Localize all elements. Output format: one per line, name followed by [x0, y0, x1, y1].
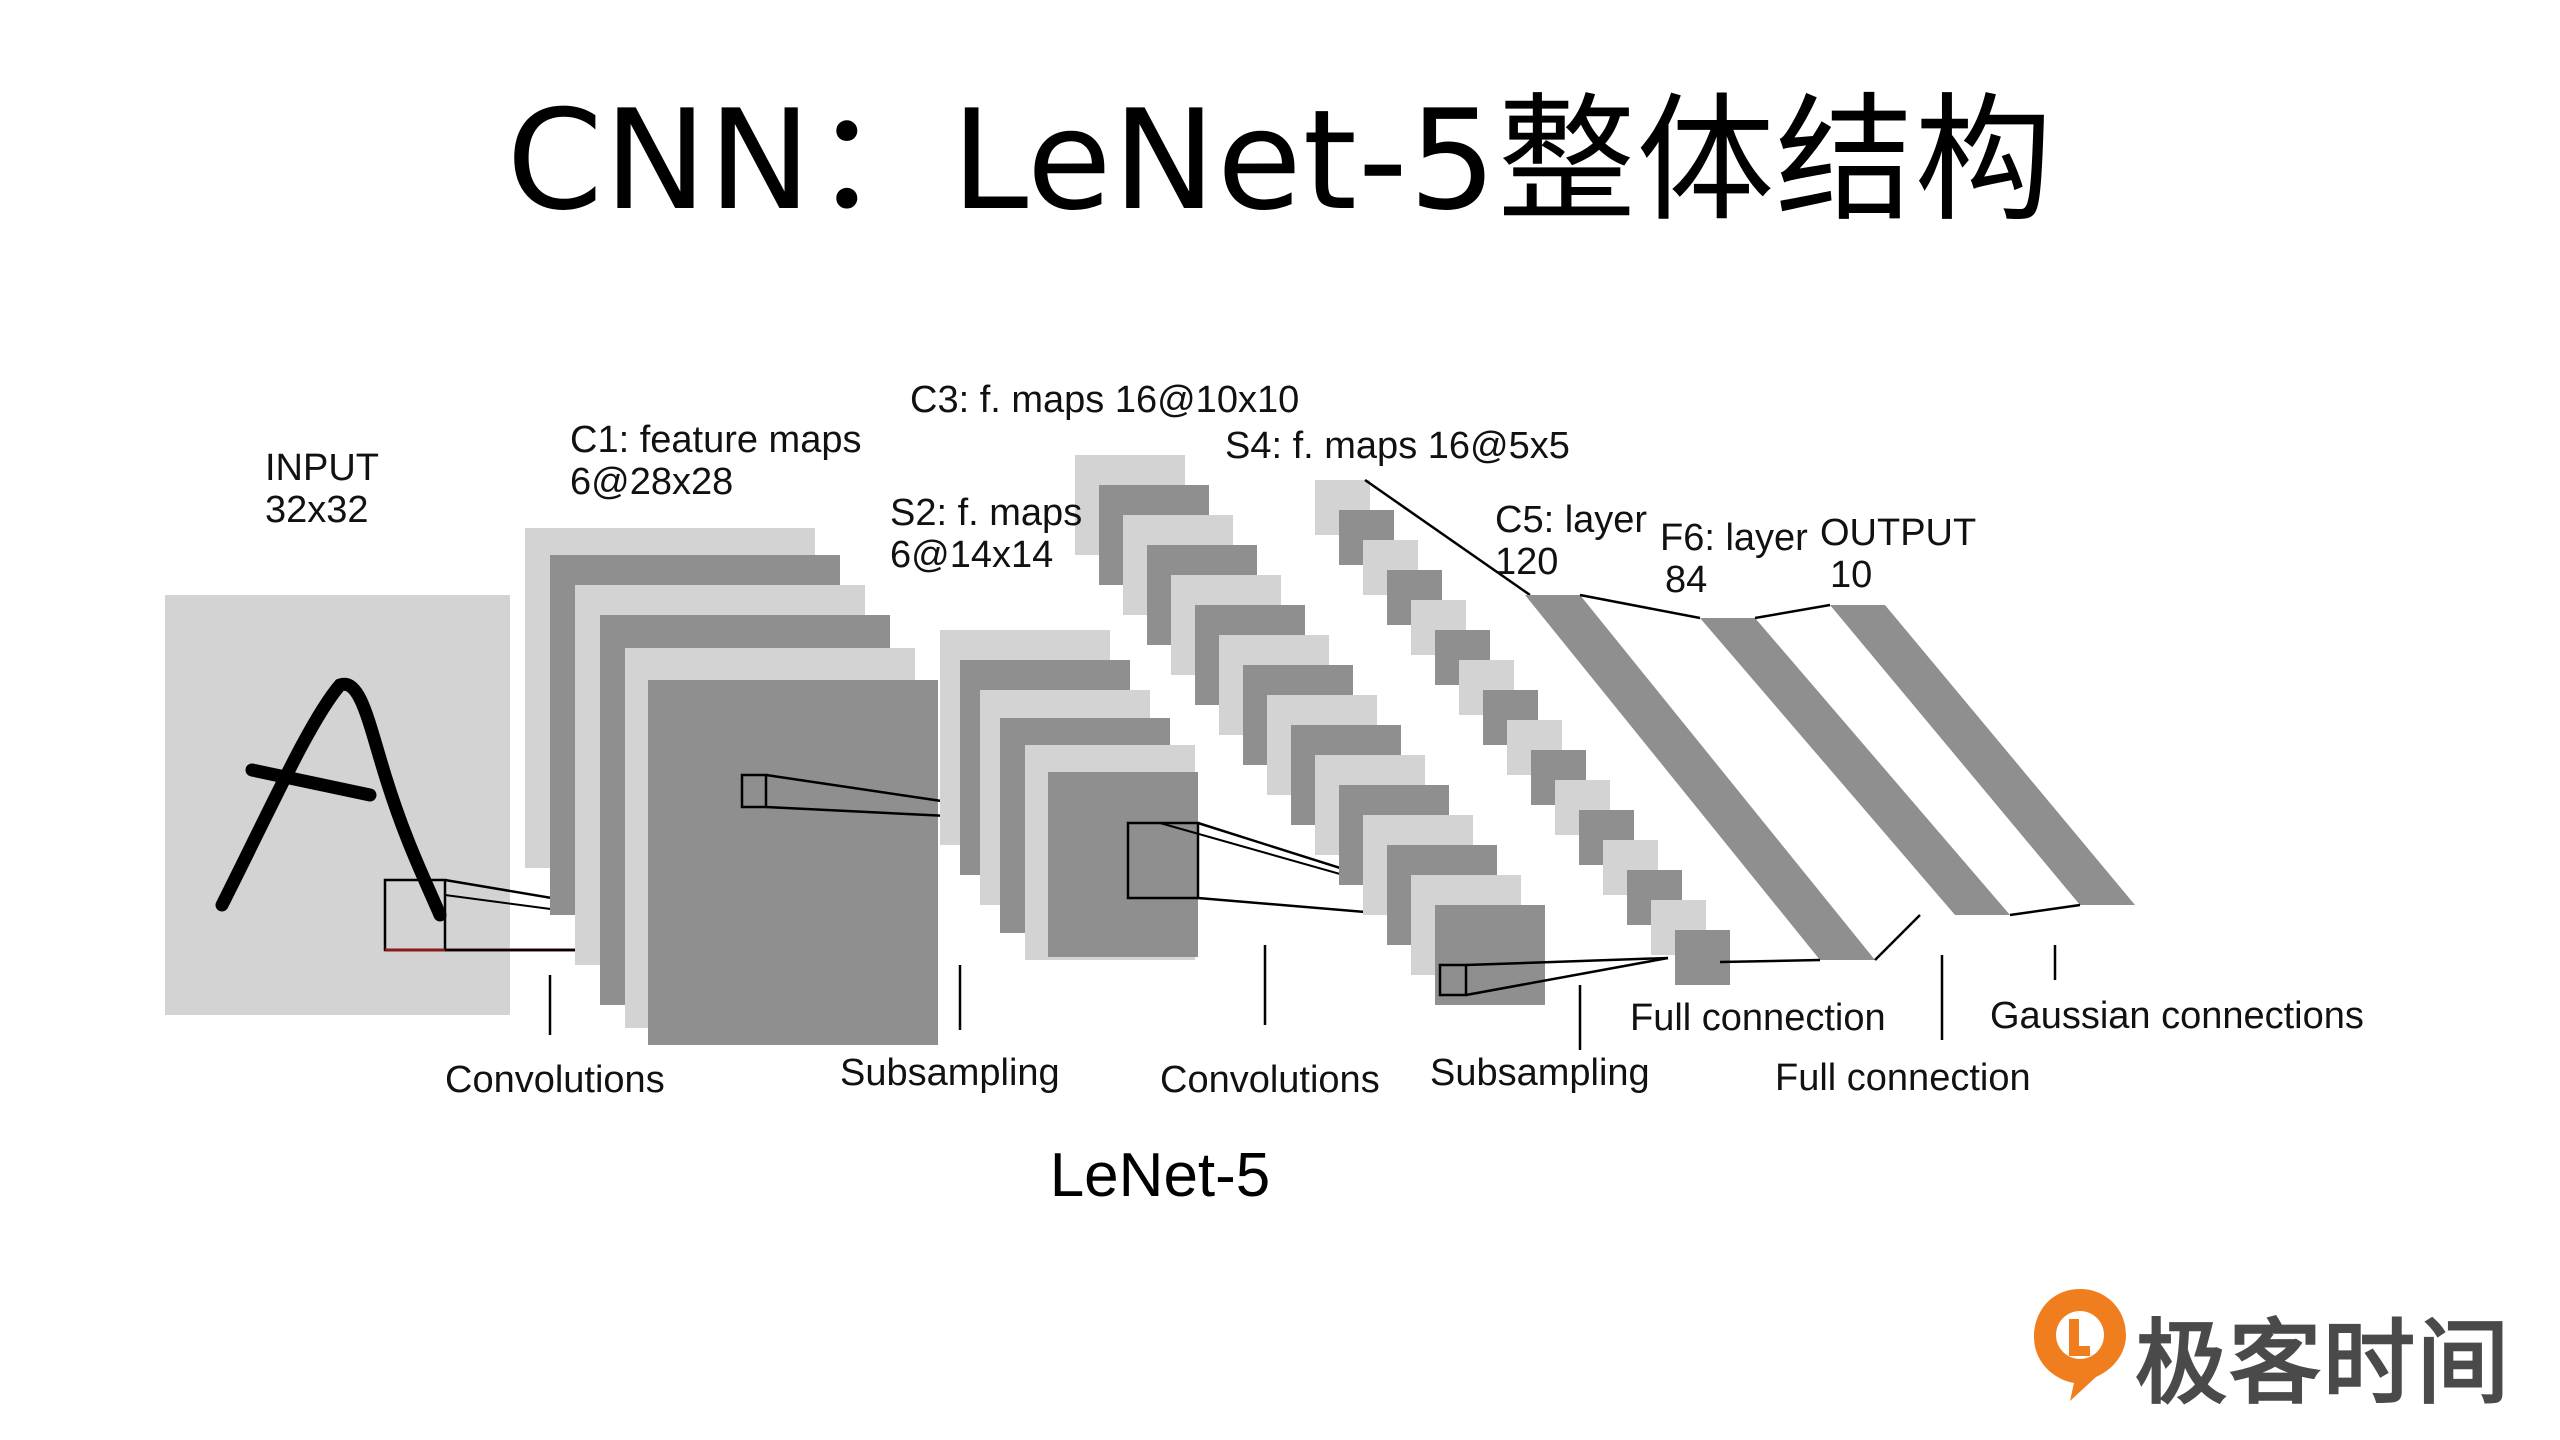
op-subsampling-1: Subsampling: [840, 1052, 1060, 1094]
kernel-projection-4a: [1465, 956, 1669, 967]
op-convolutions-1: Convolutions: [445, 1059, 665, 1101]
c3-map: [1435, 905, 1545, 1005]
input-image: [165, 595, 510, 1015]
geektime-logo: 极客时间: [2030, 1285, 2510, 1417]
op-full-connection-1: Full connection: [1630, 997, 1886, 1039]
s4-map: [1675, 930, 1730, 985]
slide-title: CNN：LeNet-5整体结构: [506, 80, 2054, 241]
s4-feature-maps: [1315, 480, 1730, 985]
handwritten-letter-a: [215, 677, 447, 922]
kernel-projection-4b: [1465, 956, 1669, 997]
c1-feature-maps: [525, 528, 938, 1045]
op-full-connection-2: Full connection: [1775, 1057, 2031, 1099]
f6-layer-band: [1700, 618, 2010, 915]
operation-ticks: [548, 945, 2057, 1050]
c3-kernel-box: [1438, 963, 1468, 997]
s4-to-c5-line: [1364, 478, 1531, 597]
c3-feature-maps: [1075, 455, 1545, 1005]
diagram-caption: LeNet-5: [1049, 1141, 1271, 1210]
op-subsampling-2: Subsampling: [1430, 1052, 1650, 1094]
op-convolutions-2: Convolutions: [1160, 1059, 1380, 1101]
s2-feature-maps: [940, 630, 1198, 960]
output-layer-band: [1830, 605, 2135, 905]
label-s4: S4: f. maps 16@5x5: [1225, 425, 1570, 467]
c1-kernel-box: [740, 773, 768, 809]
geektime-logo-icon: [2034, 1289, 2126, 1401]
full-connection-lines: [1579, 593, 2081, 964]
op-gaussian-connections: Gaussian connections: [1990, 995, 2364, 1037]
logo-text: 极客时间: [2135, 1310, 2512, 1417]
label-c3: C3: f. maps 16@10x10: [910, 379, 1299, 421]
c5-layer-band: [1525, 595, 1875, 960]
